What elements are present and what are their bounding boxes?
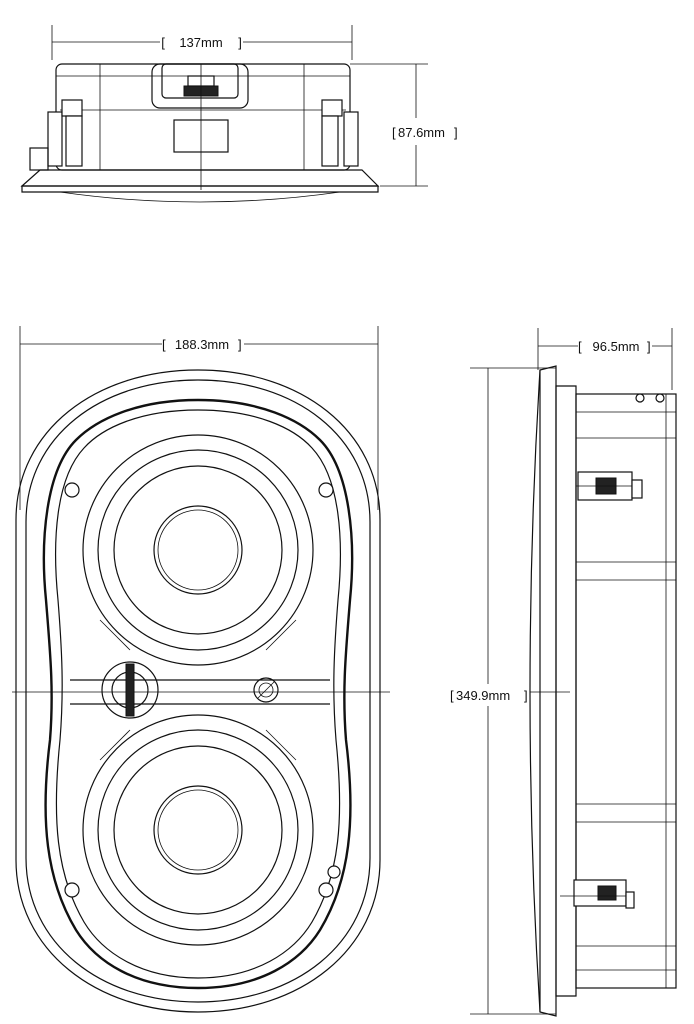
- dim-top-width-label: 137mm: [179, 35, 222, 50]
- svg-text:]: ]: [524, 688, 528, 703]
- svg-text:[: [: [450, 688, 454, 703]
- dim-side-depth-label: 96.5mm: [593, 339, 640, 354]
- dim-front-width-label: 188.3mm: [175, 337, 229, 352]
- front-view: [ 188.3mm ]: [12, 326, 390, 1013]
- svg-text:[: [: [578, 339, 582, 354]
- dim-top-height-label: 87.6mm: [398, 125, 445, 140]
- side-view: [ 96.5mm ] [ 349.9mm ]: [450, 328, 677, 1017]
- svg-text:]: ]: [238, 35, 242, 50]
- dim-side-height-label: 349.9mm: [456, 688, 510, 703]
- svg-text:[: [: [161, 35, 165, 50]
- svg-text:[: [: [392, 125, 396, 140]
- svg-text:]: ]: [454, 125, 458, 140]
- svg-text:]: ]: [238, 337, 242, 352]
- svg-text:[: [: [162, 337, 166, 352]
- top-view: 137mm [ ] [ 87.6mm ]: [20, 25, 458, 203]
- svg-text:]: ]: [647, 339, 651, 354]
